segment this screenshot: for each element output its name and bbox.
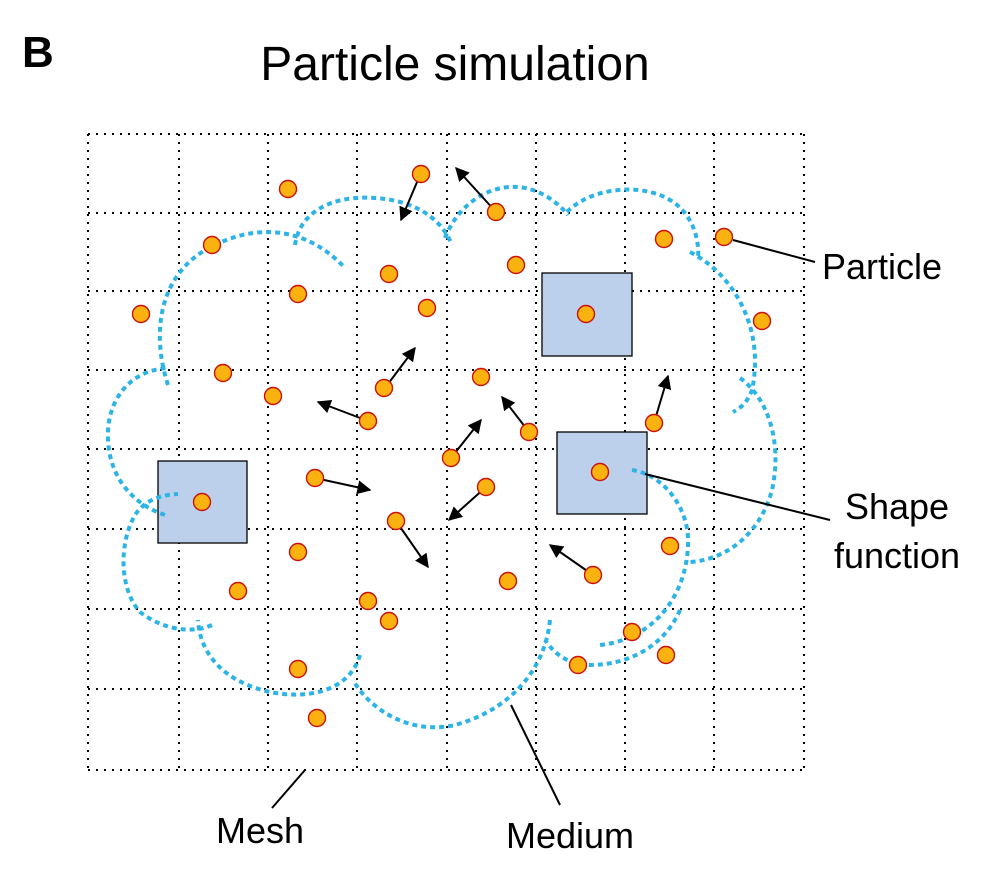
medium-boundary — [105, 184, 778, 730]
particle — [288, 659, 308, 679]
particle — [660, 536, 680, 556]
particle — [379, 264, 399, 284]
particle — [576, 304, 596, 324]
particle — [131, 304, 151, 324]
medium-label: Medium — [506, 815, 634, 856]
velocity-arrow — [395, 520, 429, 569]
medium-arc — [157, 230, 347, 386]
medium-arc — [689, 376, 778, 564]
particle — [656, 645, 676, 665]
particle-label: Particle — [822, 246, 942, 287]
particle — [358, 591, 378, 611]
mesh-leader — [271, 769, 306, 809]
particle — [752, 311, 772, 331]
particle — [498, 571, 518, 591]
particle — [386, 511, 406, 531]
mesh-label: Mesh — [216, 810, 304, 851]
particle — [644, 413, 664, 433]
medium-leader — [510, 704, 561, 806]
particle — [471, 367, 491, 387]
velocity-arrow — [455, 166, 497, 213]
particle — [583, 565, 603, 585]
shape-functions — [157, 272, 648, 544]
particle — [714, 227, 734, 247]
medium-arc — [351, 619, 552, 730]
shape-function-label-line1: Shape — [845, 486, 949, 527]
particle — [358, 411, 378, 431]
velocity-arrow — [314, 477, 372, 495]
particle — [622, 622, 642, 642]
shape-function-label-line2: function — [834, 535, 960, 576]
velocity-arrow — [399, 174, 421, 222]
particle — [305, 468, 325, 488]
particle — [202, 235, 222, 255]
leader-lines — [271, 239, 831, 809]
medium-arc — [293, 195, 454, 246]
shape-function-leader — [644, 473, 831, 521]
particle — [278, 179, 298, 199]
medium-arc — [565, 187, 701, 261]
panel-letter: B — [22, 28, 54, 77]
particle — [417, 298, 437, 318]
medium-arc — [196, 619, 362, 697]
particle — [228, 581, 248, 601]
particle — [213, 363, 233, 383]
particle — [441, 448, 461, 468]
particle — [411, 164, 431, 184]
particle — [568, 655, 588, 675]
particle — [192, 492, 212, 512]
particle — [506, 255, 526, 275]
particle — [288, 542, 308, 562]
medium-arc — [443, 184, 570, 239]
particle — [263, 386, 283, 406]
particle-leader — [732, 239, 816, 263]
particle — [379, 611, 399, 631]
medium-arc — [689, 250, 758, 414]
particle — [288, 284, 308, 304]
medium-arc — [121, 492, 213, 632]
particle — [654, 229, 674, 249]
particle — [486, 202, 506, 222]
particle — [307, 708, 327, 728]
particle — [476, 477, 496, 497]
medium-arc — [105, 366, 169, 517]
particles — [131, 164, 772, 728]
particle — [590, 462, 610, 482]
mesh-grid — [87, 133, 805, 771]
particle — [374, 378, 394, 398]
diagram-title: Particle simulation — [260, 38, 649, 91]
particle — [519, 422, 539, 442]
medium-arc — [543, 609, 682, 668]
